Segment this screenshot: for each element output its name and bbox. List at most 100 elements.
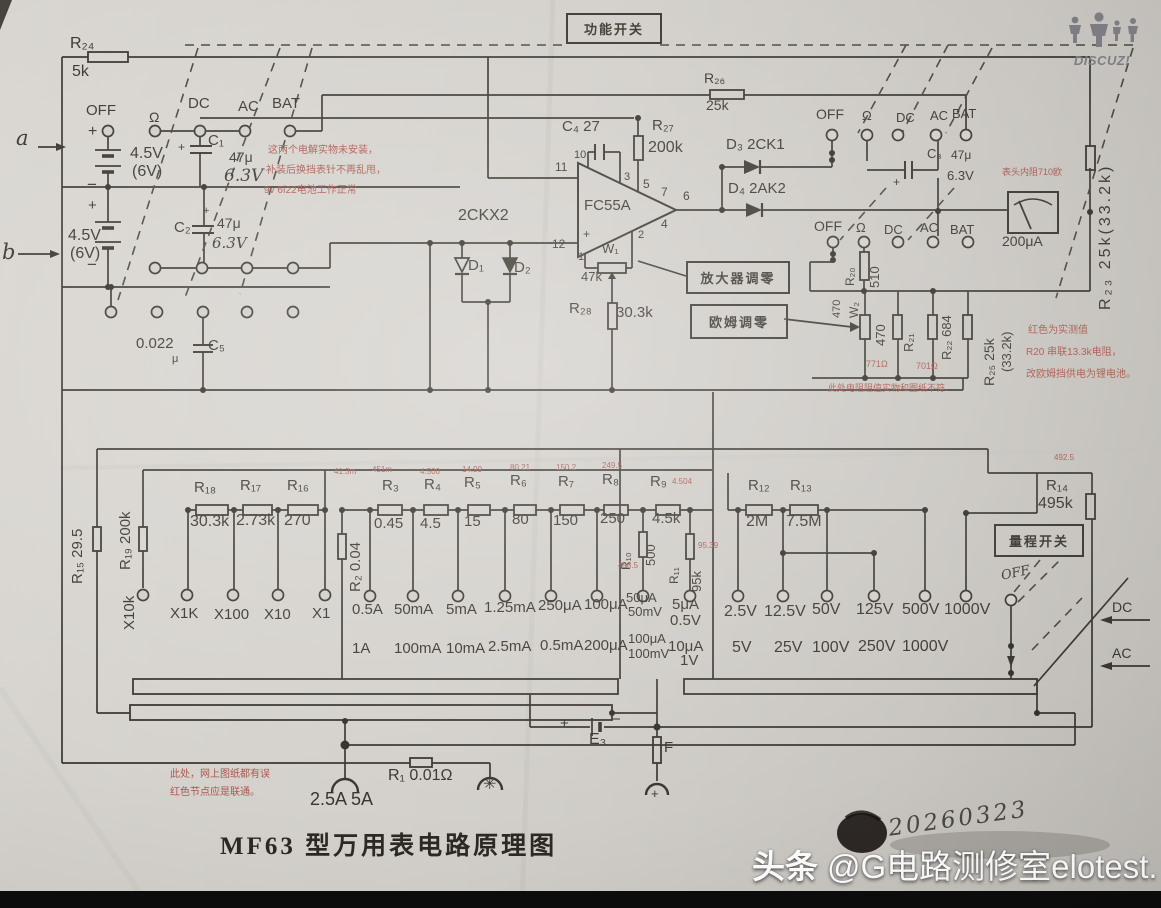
pin-11: 11 xyxy=(555,160,568,174)
r-470: 470 xyxy=(873,324,888,346)
jack-plus: + xyxy=(651,786,659,801)
rng-1000v2: 1000V xyxy=(902,638,949,655)
note-cap-3: 9v 6f22电池工作正常 xyxy=(264,185,357,196)
rng-50mv: 50mV xyxy=(628,604,662,619)
r11-meas: 95.39 xyxy=(698,541,719,550)
r22-meas: 701Ω xyxy=(916,361,938,371)
bat1-v1: 4.5V xyxy=(130,145,163,162)
r27-ref: R₂₇ xyxy=(652,117,674,134)
r3-ref: R₃ xyxy=(382,477,399,494)
r25-ref: R₂₅ 25k xyxy=(981,338,997,386)
probe-b: b xyxy=(2,240,16,264)
bat2-plus: + xyxy=(88,197,97,214)
r9-val: 4.5k xyxy=(652,510,681,527)
d4-ref: D₄ 2AK2 xyxy=(728,180,786,197)
r5-ref: R₅ xyxy=(464,474,481,491)
discuz-wordmark: DISCUZ! xyxy=(1073,53,1131,68)
rng-200ua: 200μA xyxy=(584,637,628,654)
rng-0p5a: 0.5A xyxy=(352,601,383,618)
c1-ref: C₁ xyxy=(208,132,224,149)
c3-plus: + xyxy=(893,175,901,189)
r11-ref: R₁₁ xyxy=(667,567,681,584)
pin-10: 10 xyxy=(574,149,587,161)
d2-ref: D₂ xyxy=(514,259,531,276)
c5-val: 0.022 xyxy=(136,335,174,352)
switch-contacts xyxy=(101,124,1018,607)
arrowheads xyxy=(50,143,1112,670)
e3-ref: E₃ xyxy=(589,731,607,748)
r21-ref: R₂₁ xyxy=(901,333,916,352)
rng-500v: 500V xyxy=(902,601,940,618)
r6-meas: 80.21 xyxy=(510,463,531,472)
bat1-plus: + xyxy=(88,123,98,140)
r24-val: 5k xyxy=(72,63,89,80)
pin-6: 6 xyxy=(683,189,690,203)
sw3-ac: AC xyxy=(920,220,939,235)
bat1-v2: (6V) xyxy=(132,163,163,180)
sw1-ohm: Ω xyxy=(149,109,160,125)
battery-symbols xyxy=(95,149,602,736)
r8-val: 250 xyxy=(600,510,626,527)
range-x10k: X10k xyxy=(121,595,138,630)
r14-ref: R₁₄ xyxy=(1046,477,1069,494)
note-red-3: 改欧姆挡供电为锂电池。 xyxy=(1026,369,1136,380)
w1-wiper-arrow xyxy=(608,272,616,279)
pin-12: 12 xyxy=(552,237,566,251)
pin-4: 4 xyxy=(661,217,668,231)
r15-ref: R₁₅ 29.5 xyxy=(69,528,86,584)
meter-note: 表头内阻710欧 xyxy=(1002,167,1063,177)
ink-stamp xyxy=(837,810,1110,859)
sw1-dc: DC xyxy=(188,95,210,112)
c5-ref: C₅ xyxy=(208,337,225,354)
note-bottom-1: 此处，网上图纸都有误 xyxy=(170,769,270,780)
crease-line xyxy=(0,686,153,908)
r2-meas: 41.3m xyxy=(334,467,357,476)
range-dc: DC xyxy=(1112,599,1133,615)
r14-meas: 492.5 xyxy=(1054,453,1075,462)
c2-v: 6.3V xyxy=(212,234,247,252)
rng-1p25ma: 1.25mA xyxy=(484,599,536,616)
r3-meas: 451m xyxy=(372,465,393,474)
rng-100ma: 100mA xyxy=(394,640,442,657)
rng-100ua: 100μA xyxy=(584,596,628,613)
pin-7: 7 xyxy=(661,185,668,199)
r19-ref: R₁₉ 200k xyxy=(117,511,134,570)
sw2-bat: BAT xyxy=(952,106,977,121)
opamp-symbol xyxy=(577,161,679,259)
r16-ref: R₁₆ xyxy=(287,477,309,494)
crease-line xyxy=(59,448,1161,470)
sw2-dc: DC xyxy=(896,110,915,125)
jack-symbols xyxy=(330,776,670,796)
bat2-v2: (6V) xyxy=(70,245,101,262)
range-x1: X1 xyxy=(312,605,331,622)
note-red-1: 红色为实测值 xyxy=(1028,325,1088,336)
fuse-ref: F xyxy=(664,739,674,756)
note-bottom-2: 红色节点应是联通。 xyxy=(170,787,260,798)
bat2-minus: − xyxy=(87,255,97,274)
rng-100v: 100V xyxy=(812,639,850,656)
rng-1v: 1V xyxy=(680,652,699,669)
rng-10ma: 10mA xyxy=(446,640,486,657)
rng-5ma: 5mA xyxy=(446,601,477,618)
r20-ref: R₂₀ xyxy=(843,267,857,286)
c2-ref: C₂ xyxy=(174,219,191,236)
sw2-ohm: Ω xyxy=(862,108,872,123)
r25-alt: (33.2k) xyxy=(999,331,1014,372)
rng-1a: 1A xyxy=(352,640,371,657)
r12-ref: R₁₂ xyxy=(748,477,770,494)
switch-track-bars xyxy=(129,678,1038,721)
sw1-bat: BAT xyxy=(272,95,301,112)
note-red-2: R20 串联13.3k电阻， xyxy=(1026,347,1122,358)
ohm-zero-box: 欧姆调零 xyxy=(690,304,788,339)
rng-100mv: 100mV xyxy=(628,646,670,661)
meter-val: 200μA xyxy=(1002,233,1043,249)
r5-meas: 14.99 xyxy=(462,465,483,474)
crease-line xyxy=(519,0,556,908)
rng-50v: 50V xyxy=(812,601,841,618)
r9-meas: 4.504 xyxy=(672,477,693,486)
pin-5: 5 xyxy=(643,177,650,191)
c2-val: 47μ xyxy=(217,215,241,231)
sw2-ac: AC xyxy=(930,108,949,123)
sw2-off: OFF xyxy=(816,106,844,122)
